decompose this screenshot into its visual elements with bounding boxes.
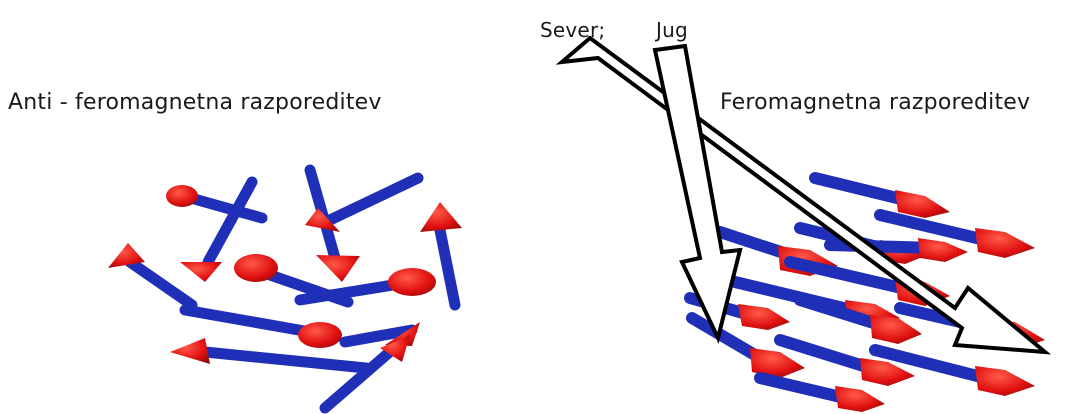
spin-arrow (345, 322, 420, 346)
spin-arrow (185, 310, 342, 348)
ferromagnetic-spins (690, 178, 1045, 412)
spin-arrow (760, 378, 885, 412)
spin-arrow (108, 243, 192, 305)
spin-arrow (780, 340, 915, 386)
anti-ferromagnetic-spins (108, 170, 462, 408)
field-arrow-vertical (655, 46, 740, 338)
spin-arrow (300, 268, 436, 300)
spin-arrow (325, 335, 410, 408)
